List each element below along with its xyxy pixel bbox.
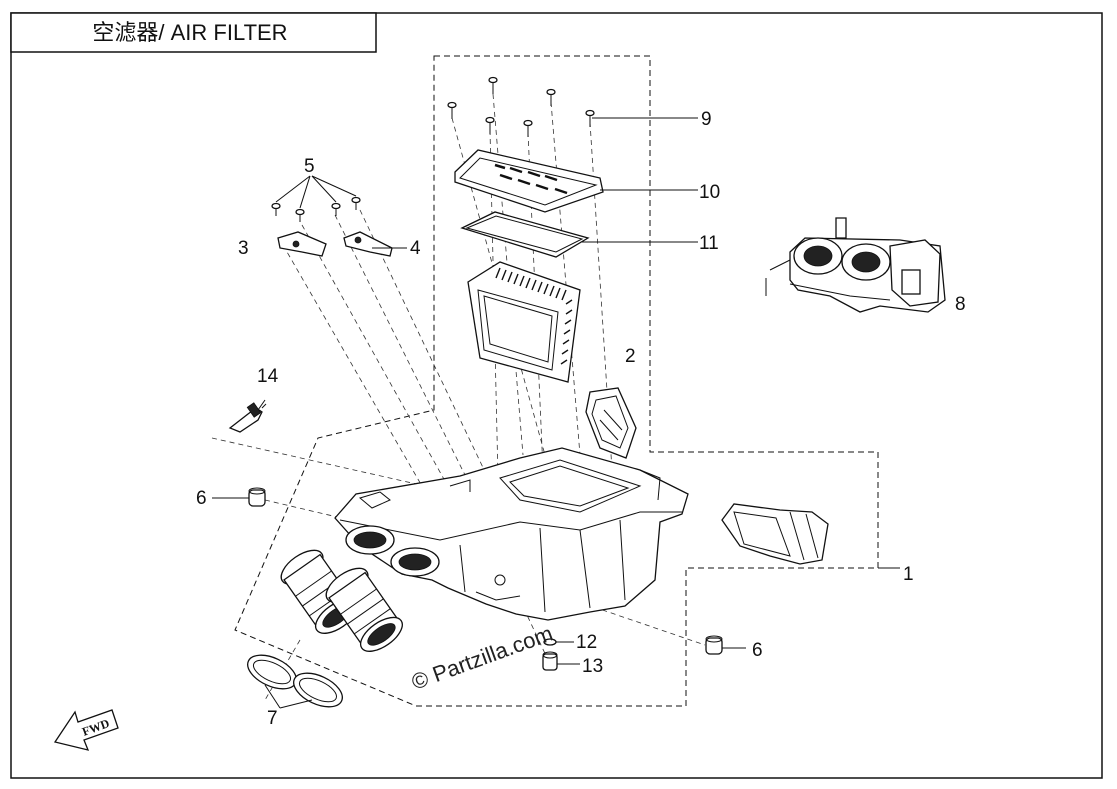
callout-2: 2: [625, 346, 636, 367]
throttle-body-8: [765, 217, 946, 313]
callout-11: 11: [699, 233, 719, 254]
clamps-7: [247, 654, 343, 708]
gasket-11: [460, 211, 590, 258]
alignment-lines: [211, 93, 706, 701]
callout-5: 5: [304, 156, 315, 177]
air-filter-element-2: [467, 261, 581, 383]
callout-4: 4: [410, 238, 421, 259]
title-box: 空滤器/ AIR FILTER: [10, 12, 377, 53]
callout-1: 1: [903, 564, 914, 585]
screws-5: [271, 196, 361, 222]
callout-13: 13: [582, 656, 603, 677]
air-box-housing-1: [334, 447, 689, 621]
assembly-boundary: [234, 55, 879, 707]
sensor-14: [228, 402, 267, 433]
screws-9: [447, 76, 595, 137]
intake-duct-small: [585, 387, 637, 459]
callout-10: 10: [699, 182, 720, 203]
callout-7: 7: [267, 708, 278, 729]
page-title: 空滤器/ AIR FILTER: [92, 20, 287, 45]
callout-9: 9: [701, 109, 712, 130]
leader-lines: [212, 117, 900, 709]
bushing-13: [542, 651, 558, 671]
intake-duct-large: [721, 503, 829, 565]
callout-8: 8: [955, 294, 966, 315]
diagram-frame: [10, 12, 1103, 779]
bracket-4: [343, 231, 393, 257]
callout-3: 3: [238, 238, 249, 259]
grommets-6: [248, 487, 723, 655]
intake-boots: [280, 549, 403, 652]
callout-14: 14: [257, 366, 279, 387]
callout-6-right: 6: [752, 640, 763, 661]
callout-12: 12: [576, 632, 597, 653]
fwd-arrow: FWD: [53, 709, 119, 751]
callout-6-left: 6: [196, 488, 207, 509]
watermark: © Partzilla.com: [408, 621, 556, 695]
filter-cover-10: [454, 149, 604, 213]
bracket-3: [277, 231, 327, 257]
